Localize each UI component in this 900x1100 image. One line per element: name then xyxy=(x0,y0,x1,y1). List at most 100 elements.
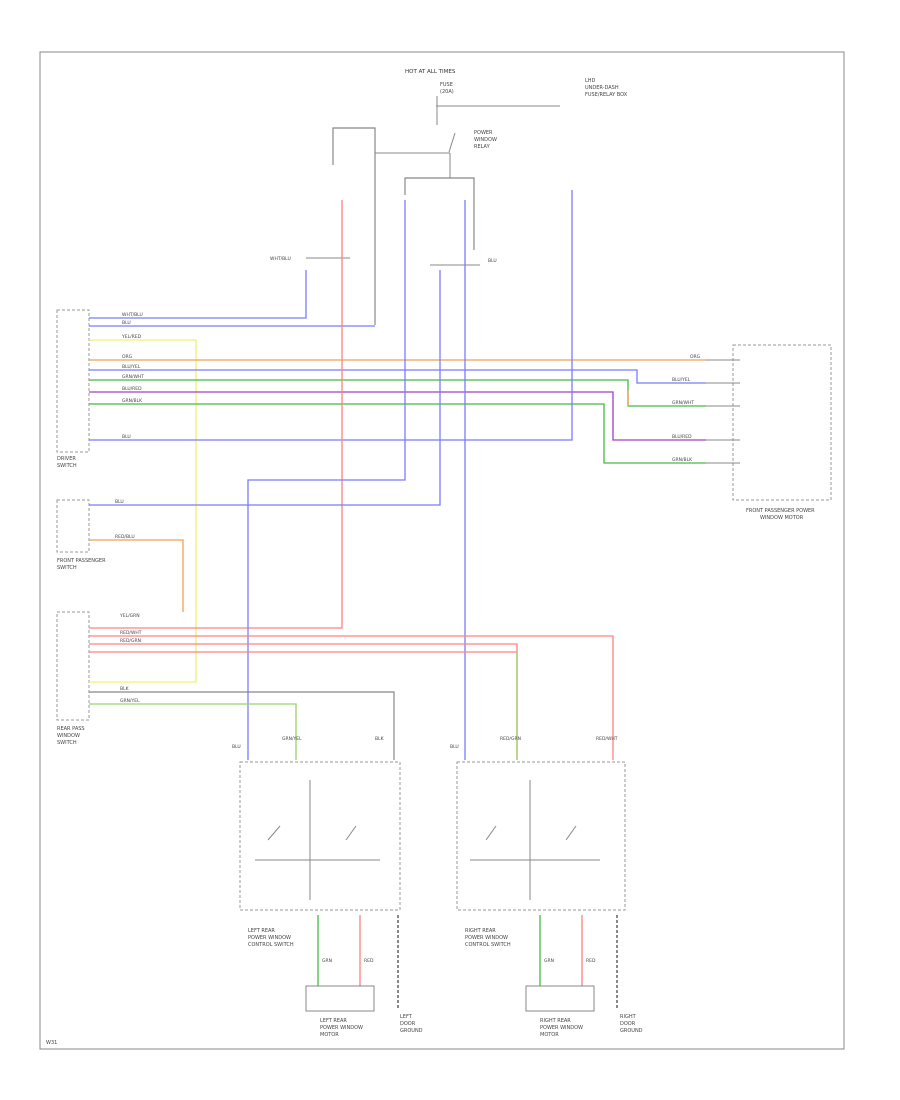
diagram-border xyxy=(39,51,845,1050)
wire-blk-left-rear xyxy=(89,691,395,760)
wire-label-yel-red: YEL/RED xyxy=(121,334,142,340)
right-ground-label-1: RIGHT xyxy=(620,1014,637,1020)
wire-label-blu-yel-right: BLU/YEL xyxy=(672,377,691,383)
relay-note-3: FUSE/RELAY BOX xyxy=(585,92,628,98)
left-motor-lead-red-label: RED xyxy=(364,958,374,964)
right-ground-label-2: DOOR xyxy=(620,1021,636,1027)
right-rear-motor-box xyxy=(525,985,595,1012)
relay-contact xyxy=(448,132,456,153)
wire-label-grn-blk: GRN/BLK xyxy=(122,398,143,404)
relay-note-1: LHD xyxy=(585,78,596,84)
wire-label-blk: BLK xyxy=(120,686,130,692)
wire-label-wht-blu-1: WHT/BLU xyxy=(122,312,143,318)
rear-pass-switch-label-1: REAR PASS xyxy=(57,726,85,732)
left-rear-pin-grn: GRN/YEL xyxy=(282,736,302,742)
right-rear-switch-box xyxy=(456,761,626,911)
right-rear-motor-label-1: RIGHT REAR xyxy=(540,1018,571,1024)
right-rear-switch-label-1: RIGHT REAR xyxy=(465,928,496,934)
right-rear-pin-grn: RED/GRN xyxy=(500,736,521,742)
fuse-rating: (20A) xyxy=(440,89,454,95)
left-rear-switch-label-3: CONTROL SWITCH xyxy=(248,942,294,948)
junction-b-label: BLU xyxy=(488,258,497,264)
wire-label-org: ORG xyxy=(122,354,133,360)
right-rear-contact-1 xyxy=(485,825,497,841)
front-pass-motor-box xyxy=(732,344,832,501)
junction-a-label: WHT/BLU xyxy=(270,256,291,262)
wire-label-grn-blk-right: GRN/BLK xyxy=(672,457,693,463)
right-rear-contact-2 xyxy=(565,825,577,841)
wire-org-front-pass xyxy=(89,539,184,612)
left-ground-label-3: GROUND xyxy=(400,1028,423,1034)
rear-pass-switch-box xyxy=(56,611,90,721)
wire-label-red-grn: RED/GRN xyxy=(120,638,141,644)
wire-label-org-right: ORG xyxy=(690,354,701,360)
left-rear-motor-label-2: POWER WINDOW xyxy=(320,1025,363,1031)
rear-pass-switch-label-3: SWITCH xyxy=(57,740,77,746)
rear-pass-switch-label-2: WINDOW xyxy=(57,733,80,739)
wire-yel-red xyxy=(89,339,197,683)
wire-blu-left-rear xyxy=(247,200,406,760)
power-relay-label-2: WINDOW xyxy=(474,137,497,143)
right-motor-lead-grn-label: GRN xyxy=(544,958,554,964)
right-rear-switch-label-3: CONTROL SWITCH xyxy=(465,942,511,948)
wire-label-org-front-pass: RED/BLU xyxy=(115,534,135,540)
driver-switch-label-2: SWITCH xyxy=(57,463,77,469)
wire-blu-lower xyxy=(89,190,573,441)
wire-label-blu-1: BLU xyxy=(122,320,131,326)
right-rear-pin-red: RED/WHT xyxy=(596,736,618,742)
wire-grn-blk xyxy=(89,403,706,464)
left-rear-switch-label-2: POWER WINDOW xyxy=(248,935,291,941)
left-rear-pin-blk: BLK xyxy=(375,736,385,742)
left-rear-motor-box xyxy=(305,985,375,1012)
front-pass-switch-box xyxy=(56,499,90,553)
fuse-label: FUSE xyxy=(440,82,453,88)
front-pass-motor-label-1: FRONT PASSENGER POWER xyxy=(746,508,815,514)
wire-label-red-wht: RED/WHT xyxy=(120,630,142,636)
driver-switch-label-1: DRIVER xyxy=(57,456,76,462)
diagram-code: W31 xyxy=(46,1040,57,1046)
right-ground-label-3: GROUND xyxy=(620,1028,643,1034)
left-ground-label-2: DOOR xyxy=(400,1021,416,1027)
power-relay-label-3: RELAY xyxy=(474,144,491,150)
wire-red-grn xyxy=(89,643,518,760)
left-rear-switch-label-1: LEFT REAR xyxy=(248,928,275,934)
left-rear-pin-blu: BLU xyxy=(232,744,241,750)
left-motor-lead-grn-label: GRN xyxy=(322,958,332,964)
right-rear-switch-label-2: POWER WINDOW xyxy=(465,935,508,941)
wire-red-main xyxy=(89,200,343,629)
wire-label-grn-wht-right: GRN/WHT xyxy=(672,400,694,406)
right-rear-motor-label-2: POWER WINDOW xyxy=(540,1025,583,1031)
wire-label-blu-front-pass: BLU xyxy=(115,499,124,505)
wire-label-blu-red-right: BLU/RED xyxy=(672,434,692,440)
fuse-panel-label: HOT AT ALL TIMES xyxy=(405,69,456,75)
wire-blu-yel xyxy=(89,369,706,384)
right-motor-lead-red-label: RED xyxy=(586,958,596,964)
wire-grn-yel-left-rear xyxy=(89,703,297,760)
right-rear-motor-label-3: MOTOR xyxy=(540,1032,559,1038)
front-pass-switch-label-1: FRONT PASSENGER xyxy=(57,558,106,564)
wire-blu-front-pass xyxy=(89,270,441,506)
right-rear-pin-blu: BLU xyxy=(450,744,459,750)
driver-switch-box xyxy=(56,309,90,453)
wire-label-yel-grn: YEL/GRN xyxy=(119,613,140,619)
wire-label-blu-lower: BLU xyxy=(122,434,131,440)
front-pass-motor-label-2: WINDOW MOTOR xyxy=(760,515,804,521)
power-relay-label-1: POWER xyxy=(474,130,493,136)
left-rear-switch-box xyxy=(239,761,401,911)
wire-label-grn-yel: GRN/YEL xyxy=(120,698,140,704)
left-rear-contact-2 xyxy=(345,825,357,841)
wire-red-wht xyxy=(89,635,614,760)
left-ground-label-1: LEFT xyxy=(400,1014,413,1020)
wire-label-blu-red: BLU/RED xyxy=(122,386,142,392)
left-rear-motor-label-3: MOTOR xyxy=(320,1032,339,1038)
wire-wht-blu-1 xyxy=(89,270,307,319)
left-rear-motor-label-1: LEFT REAR xyxy=(320,1018,347,1024)
front-pass-switch-label-2: SWITCH xyxy=(57,565,77,571)
wire-label-grn-wht: GRN/WHT xyxy=(122,374,144,380)
relay-note-2: UNDER-DASH xyxy=(585,85,619,91)
passenger-feed-bracket xyxy=(404,177,475,250)
driver-feed-bracket xyxy=(332,127,376,325)
wire-blu-red xyxy=(89,391,706,441)
left-rear-contact-1 xyxy=(267,825,281,841)
